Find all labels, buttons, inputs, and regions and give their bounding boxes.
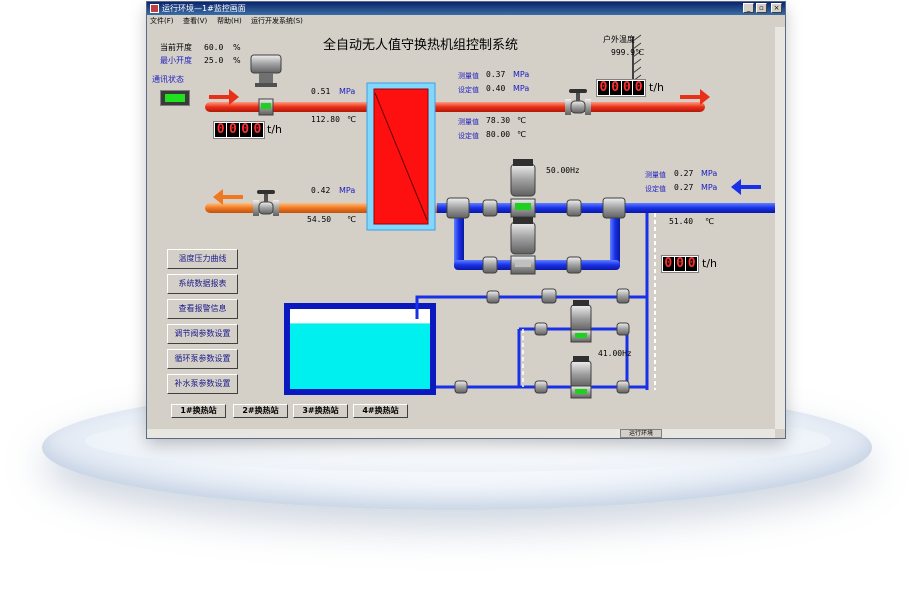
primary-supply-temp-unit: ℃: [347, 115, 356, 124]
primary-flow-unit: t/h: [267, 123, 282, 136]
inlet-arrow-icon: [209, 89, 239, 105]
makeup-valves[interactable]: [454, 288, 630, 394]
station-1-button[interactable]: 1#换热站: [171, 404, 226, 418]
makeup-pump-icon[interactable]: [570, 356, 592, 399]
valve-params-button[interactable]: 调节阀参数设置: [167, 324, 238, 344]
control-valve-icon[interactable]: [250, 54, 282, 116]
station-3-button[interactable]: 3#换热站: [293, 404, 348, 418]
menu-help[interactable]: 帮助(H): [217, 17, 242, 25]
makeup-flow-unit: t/h: [702, 257, 717, 270]
primary-supply-pressure: 0.51: [311, 87, 331, 96]
piping-diagram: [205, 34, 775, 399]
primary-supply-pipe: [205, 102, 705, 112]
comm-status-label: 通讯状态: [152, 75, 184, 84]
primary-return-temp: 54.50: [307, 215, 332, 224]
scada-canvas: 全自动无人值守换热机组控制系统 当前开度 60.0 % 最小开度 25.0 % …: [147, 27, 775, 429]
min-opening-unit: %: [233, 56, 241, 65]
sec-return-temp: 51.40: [669, 217, 694, 226]
outdoor-sensor-icon: [632, 34, 642, 82]
outdoor-temp-value: 999.9℃: [611, 48, 645, 57]
sec-supply-p-unit-2: MPa: [513, 84, 530, 93]
cold-return-arrow-icon: [731, 179, 761, 195]
sec-supply-t-unit-2: ℃: [517, 130, 526, 139]
primary-return-pressure: 0.42: [311, 186, 331, 195]
min-opening-label: 最小开度: [160, 56, 192, 65]
sec-supply-p-measured-label: 测量值: [458, 72, 479, 80]
close-button[interactable]: ×: [771, 3, 782, 13]
sec-supply-t-set: 80.00: [486, 130, 511, 139]
sec-return-measured-label: 测量值: [645, 171, 666, 179]
outlet-arrow-icon: [680, 89, 710, 105]
system-report-button[interactable]: 系统数据报表: [167, 274, 238, 294]
min-opening-value: 25.0: [204, 56, 224, 65]
menu-view[interactable]: 查看(V): [183, 17, 208, 25]
app-icon: [150, 4, 159, 13]
current-opening-value: 60.0: [204, 43, 224, 52]
sec-supply-t-measured-label: 测量值: [458, 118, 479, 126]
makeup-tank-water: [290, 323, 430, 389]
app-window: 运行环境—1#监控画面 _ ▫ × 文件(F) 查看(V) 帮助(H) 运行开发…: [147, 2, 785, 438]
page-title: 全自动无人值守换热机组控制系统: [323, 38, 519, 53]
circulation-pump-frequency: 50.00Hz: [546, 166, 580, 175]
sec-supply-p-measured: 0.37: [486, 70, 506, 79]
station-2-button[interactable]: 2#换热站: [233, 404, 288, 418]
sec-return-set-label: 设定值: [645, 185, 666, 193]
primary-supply-pressure-unit: MPa: [339, 87, 356, 96]
return-arrow-icon: [213, 189, 243, 205]
comm-status-indicator: [160, 90, 190, 106]
sec-return-temp-unit: ℃: [705, 217, 714, 226]
primary-return-temp-unit: ℃: [347, 215, 356, 224]
current-opening-unit: %: [233, 43, 241, 52]
primary-supply-temp: 112.80: [311, 115, 340, 124]
bypass-right-pipe: [610, 212, 620, 267]
bypass-bottom-pipe: [454, 260, 620, 270]
restore-button[interactable]: ▫: [756, 3, 767, 13]
pipe-fittings: [446, 197, 626, 274]
sec-return-p-measured: 0.27: [674, 169, 694, 178]
current-opening-label: 当前开度: [160, 43, 192, 52]
secondary-flow-unit: t/h: [649, 81, 664, 94]
sec-return-p-unit-1: MPa: [701, 169, 718, 178]
makeup-pump-frequency: 41.00Hz: [598, 349, 632, 358]
sec-supply-p-set: 0.40: [486, 84, 506, 93]
bypass-left-pipe: [454, 212, 464, 267]
minimize-button[interactable]: _: [743, 3, 754, 13]
temp-pressure-curve-button[interactable]: 温度压力曲线: [167, 249, 238, 269]
circulation-pump-icon[interactable]: [510, 159, 536, 218]
outdoor-temp-label: 户外温度: [603, 35, 635, 44]
circ-pump-params-button[interactable]: 循环泵参数设置: [167, 349, 238, 369]
makeup-pump-params-button[interactable]: 补水泵参数设置: [167, 374, 238, 394]
sec-supply-p-unit-1: MPa: [513, 70, 530, 79]
primary-return-pressure-unit: MPa: [339, 186, 356, 195]
window-title: 运行环境—1#监控画面: [162, 4, 246, 13]
sec-supply-p-set-label: 设定值: [458, 86, 479, 94]
status-label: 运行环境: [620, 429, 662, 438]
station-4-button[interactable]: 4#换热站: [353, 404, 408, 418]
sec-return-p-set: 0.27: [674, 183, 694, 192]
title-bar: 运行环境—1#监控画面 _ ▫ ×: [147, 2, 785, 15]
menu-file[interactable]: 文件(F): [150, 17, 174, 25]
alarm-info-button[interactable]: 查看报警信息: [167, 299, 238, 319]
menu-dev-system[interactable]: 运行开发系统(S): [251, 17, 303, 25]
menu-bar: 文件(F) 查看(V) 帮助(H) 运行开发系统(S): [147, 15, 785, 27]
vertical-scrollbar[interactable]: [775, 27, 785, 429]
circulation-pump-icon[interactable]: [510, 217, 536, 275]
valve-icon[interactable]: [565, 89, 591, 115]
makeup-pump-icon[interactable]: [570, 300, 592, 343]
sec-supply-t-unit-1: ℃: [517, 116, 526, 125]
horizontal-scrollbar[interactable]: [147, 429, 775, 438]
sec-supply-t-measured: 78.30: [486, 116, 511, 125]
sec-supply-t-set-label: 设定值: [458, 132, 479, 140]
valve-icon[interactable]: [253, 190, 279, 216]
sec-return-p-unit-2: MPa: [701, 183, 718, 192]
